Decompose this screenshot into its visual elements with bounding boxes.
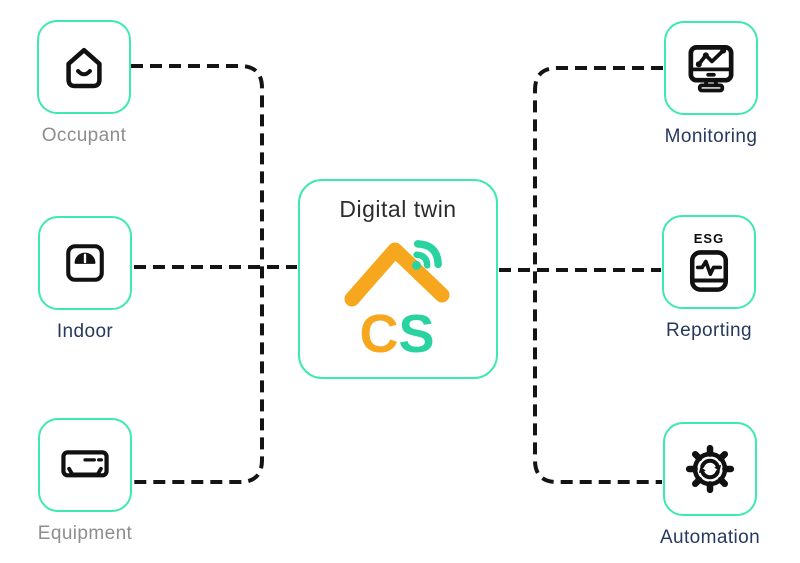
esg-badge: ESG — [693, 231, 725, 246]
gear-sync-icon — [685, 444, 735, 494]
node-monitoring: Monitoring — [664, 21, 758, 148]
node-occupant: Occupant — [37, 20, 131, 147]
house-smile-icon — [66, 47, 102, 89]
logo-letter-c: C — [359, 304, 398, 361]
digital-twin-box: Digital twin CS — [298, 179, 498, 379]
node-label-automation: Automation — [659, 527, 761, 548]
cs-home-wifi-logo: CS — [344, 240, 450, 361]
scale-meter-icon — [66, 244, 104, 282]
node-label-occupant: Occupant — [41, 125, 127, 146]
node-label-monitoring: Monitoring — [664, 126, 758, 147]
node-automation: Automation — [660, 422, 760, 549]
monitor-chart-icon — [688, 45, 734, 93]
connector-right-rail — [533, 66, 663, 484]
node-reporting: ESG Reporting — [662, 215, 756, 342]
logo-roof — [344, 242, 450, 307]
occupant-icon-box — [37, 20, 131, 114]
digital-twin-title: Digital twin — [339, 196, 457, 222]
connector-left-rail — [131, 64, 264, 484]
indoor-icon-box — [38, 216, 132, 310]
equipment-icon-box — [38, 418, 132, 512]
logo-wifi-icon — [412, 240, 442, 270]
reporting-icon-box: ESG — [662, 215, 756, 309]
node-label-indoor: Indoor — [56, 321, 114, 342]
monitoring-icon-box — [664, 21, 758, 115]
logo-letter-s: S — [398, 304, 434, 361]
node-equipment: Equipment — [38, 418, 132, 545]
node-indoor: Indoor — [38, 216, 132, 343]
air-conditioner-icon — [61, 450, 109, 478]
node-label-reporting: Reporting — [666, 320, 752, 341]
node-label-equipment: Equipment — [37, 523, 133, 544]
logo-letters: CS — [359, 304, 434, 361]
esg-meter-icon — [689, 250, 729, 292]
automation-icon-box — [663, 422, 757, 516]
